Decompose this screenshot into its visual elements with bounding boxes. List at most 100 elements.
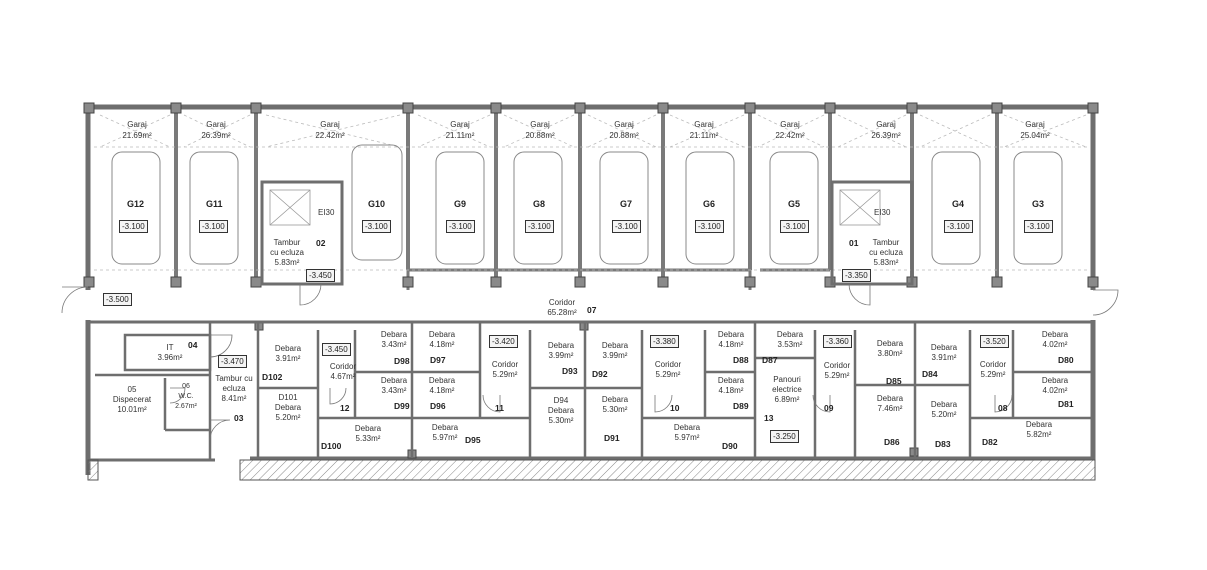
garage-g9-id: G9: [454, 199, 467, 209]
room-d84-text: Debara 3.91m²: [930, 343, 958, 362]
garage-g12-id: G12: [127, 199, 145, 209]
garage-walls: [174, 107, 999, 282]
garage-g3-area: 25.04m²: [1020, 131, 1050, 140]
room-d91-text: Debara 5.30m²: [601, 395, 629, 414]
garage-g8-area: 20.88m²: [525, 131, 555, 140]
room-d83-text: Debara 5.20m²: [930, 400, 958, 419]
corridor-main-text: Coridor 65.28m²: [547, 298, 577, 317]
door-swings: [61, 283, 1119, 441]
garage-g10-id: G10: [368, 199, 386, 209]
garage-g12-level: -3.100: [119, 220, 148, 233]
room-d93-code: D93: [562, 366, 578, 376]
tambur-hatch-boxes: [269, 189, 881, 226]
room-d97-text: Debara 4.18m²: [428, 330, 456, 349]
room-d83-code: D83: [935, 439, 951, 449]
room-d82-code: D82: [982, 437, 998, 447]
room-d82-text: Debara 5.82m²: [1025, 420, 1053, 439]
garage-g6-level: -3.100: [695, 220, 724, 233]
tambur-bottom-number: 03: [234, 413, 244, 423]
garage-g5-id: G5: [788, 199, 801, 209]
garage-g11-label: Garaj: [206, 120, 226, 129]
room-d98-text: Debara 3.43m²: [380, 330, 408, 349]
room-d99-code: D99: [394, 401, 410, 411]
room-d86-code: D86: [884, 437, 900, 447]
tambur-left-level: -3.450: [306, 269, 335, 282]
corridor-11-text: Coridor 5.29m²: [491, 360, 519, 379]
room-d98-code: D98: [394, 356, 410, 366]
garage-g8-level: -3.100: [525, 220, 554, 233]
garage-g6-id: G6: [703, 199, 716, 209]
room-d96-text: Debara 4.18m²: [428, 376, 456, 395]
room-d88-text: Debara 4.18m²: [717, 330, 745, 349]
room-d102-text: Debara 3.91m²: [274, 344, 302, 363]
garage-g9-label: Garaj: [450, 120, 470, 129]
it-room-text: IT 3.96m²: [157, 343, 183, 362]
room-d87-code: D87: [762, 355, 778, 365]
room-d86-text: Debara 7.46m²: [876, 394, 904, 413]
corridor-10-text: Coridor 5.29m²: [654, 360, 682, 379]
room-d84-code: D84: [922, 369, 938, 379]
it-room-number: 04: [188, 340, 198, 350]
room-d97-code: D97: [430, 355, 446, 365]
room-d85-code: D85: [886, 376, 902, 386]
corridor-10-level: -3.380: [650, 335, 679, 348]
garage-g9-area: 21.11m²: [445, 131, 475, 140]
room-d88-code: D88: [733, 355, 749, 365]
room-d99-text: Debara 3.43m²: [380, 376, 408, 395]
room-d92-text: Debara 3.99m²: [601, 341, 629, 360]
garage-g4-level: -3.100: [944, 220, 973, 233]
garage-g12-area: 21.69m²: [122, 131, 152, 140]
room-d90-code: D90: [722, 441, 738, 451]
tambur-enclosures: [260, 180, 914, 286]
panouri-level: -3.250: [770, 430, 799, 443]
garage-g7-id: G7: [620, 199, 633, 209]
garage-g3-label: Garaj: [1025, 120, 1045, 129]
room-d100-code: D100: [321, 441, 342, 451]
tambur-right-fire-rating: EI30: [874, 208, 891, 217]
garage-g5-level: -3.100: [780, 220, 809, 233]
tambur-bottom-text: Tambur cu ecluza 8.41m²: [215, 374, 253, 403]
garage-g12-label: Garaj: [127, 120, 147, 129]
room-d89-code: D89: [733, 401, 749, 411]
corridor-12-level: -3.450: [322, 343, 351, 356]
room-d95-code: D95: [465, 435, 481, 445]
garage-g8-id: G8: [533, 199, 546, 209]
tambur-left-number: 02: [316, 238, 326, 248]
tambur-right-number: 01: [849, 238, 859, 248]
garage-g5-area: 22.42m²: [775, 131, 805, 140]
corridor-main-number: 07: [587, 305, 597, 315]
room-d81-code: D81: [1058, 399, 1074, 409]
corridor-main-level: -3.500: [103, 293, 132, 306]
corridor-12-number: 12: [340, 403, 350, 413]
garage-guides: [94, 114, 1088, 271]
room-d90-text: Debara 5.97m²: [673, 423, 701, 442]
room-d96-code: D96: [430, 401, 446, 411]
room-d95-text: Debara 5.97m²: [431, 423, 459, 442]
garage-g10-label: Garaj: [320, 120, 340, 129]
room-walls: [95, 322, 1093, 460]
room-d80-code: D80: [1058, 355, 1074, 365]
tambur-left-fire-rating: EI30: [318, 208, 335, 217]
garage-g11-area: 26.39m²: [201, 131, 231, 140]
corridor-09-number: 09: [824, 403, 834, 413]
corridor-12-text: Coridor 4.67m²: [329, 362, 357, 381]
room-d89-text: Debara 4.18m²: [717, 376, 745, 395]
garage-g8-label: Garaj: [530, 120, 550, 129]
garage-g3-level: -3.100: [1024, 220, 1053, 233]
tambur-left-text: Tambur cu ecluza 5.83m²: [270, 238, 304, 267]
corridor-11-level: -3.420: [489, 335, 518, 348]
room-d87-text: Debara 3.53m²: [776, 330, 804, 349]
room-d93-text: Debara 3.99m²: [547, 341, 575, 360]
garage-front-wall: [406, 268, 830, 290]
garage-g7-label: Garaj: [614, 120, 634, 129]
corridor-08-level: -3.520: [980, 335, 1009, 348]
panouri-text: Panouri electrice 6.89m²: [772, 375, 802, 404]
room-d102-code: D102: [262, 372, 283, 382]
garage-g4-id: G4: [952, 199, 965, 209]
garage-g4-label: Garaj: [876, 120, 896, 129]
room-d80-text: Debara 4.02m²: [1041, 330, 1069, 349]
garage-g11-level: -3.100: [199, 220, 228, 233]
garage-g10-area: 22.42m²: [315, 131, 345, 140]
tambur-right-text: Tambur cu ecluza 5.83m²: [869, 238, 903, 267]
